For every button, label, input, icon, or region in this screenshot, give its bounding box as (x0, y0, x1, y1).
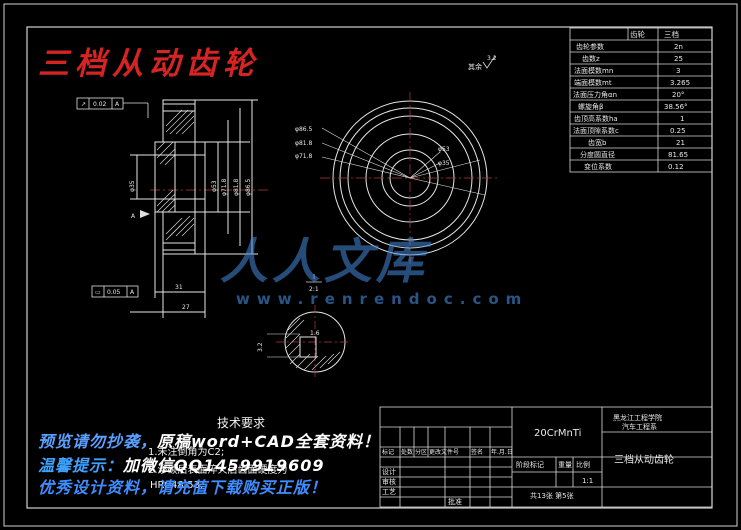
tb-mark-col: 签名 (471, 448, 483, 456)
param-name: 法面顶隙系数c (573, 126, 619, 135)
surface-value: 3.2 (487, 55, 497, 62)
param-value: 3 (676, 67, 680, 75)
tb-mark-col: 分区 (415, 448, 427, 456)
param-name: 齿轮参数 (576, 42, 604, 51)
inner-border (26, 26, 713, 509)
watermark-line-1a: 预览请勿抄袭， (38, 432, 158, 451)
param-value: 38.56° (664, 103, 688, 111)
param-name: 法面压力角αn (573, 90, 617, 99)
param-value: 2n (674, 43, 683, 51)
watermark-line-2: 温馨提示：加微信QQ1459919609 (38, 452, 325, 476)
param-value: 1 (680, 115, 684, 123)
gear-section-view (130, 99, 268, 318)
tb-material: 20CrMnTi (534, 428, 581, 439)
tb-part: 三档从动齿轮 (614, 453, 674, 466)
param-value: 81.65 (668, 151, 688, 159)
detail-label: I (313, 273, 315, 281)
param-name: 齿宽b (588, 138, 607, 147)
param-name: 端面模数mt (574, 78, 612, 87)
tech-requirement-1: 1.未注倒角为C2; (148, 447, 225, 458)
dim-pitch-front: φ81.8 (295, 140, 313, 147)
tb-design: 设计 (382, 467, 396, 476)
detail-roughness-2: 3.2 (257, 342, 264, 352)
watermark-logo-text: 人人文库 (220, 234, 429, 290)
param-name: 法面模数mn (574, 66, 613, 75)
flatness-icon: ▭ (95, 289, 101, 296)
title-block (379, 406, 713, 508)
tolerance-symbol-icon: ↗ (81, 101, 86, 108)
dim-bore: φ35 (129, 180, 136, 192)
tolerance-frame-top (76, 97, 149, 118)
param-name: 分度圆直径 (580, 150, 615, 159)
detail-roughness-1: 1.6 (310, 330, 320, 337)
dim-hub: φ53 (211, 180, 218, 192)
dim-hub-front: φ53 (438, 146, 450, 153)
param-value: 3.265 (670, 79, 690, 87)
tb-approve: 批准 (448, 497, 462, 506)
dim-31: 31 (175, 284, 183, 291)
outer-border (3, 3, 738, 527)
datum-label: A (131, 213, 136, 220)
params-table-text: 齿轮 三档 齿轮参数 2n 齿数z 25 法面模数mn 3 端面模数mt 3.2… (573, 29, 690, 171)
tb-school: 黑龙江工程学院 (613, 413, 662, 422)
tb-stage: 阶段标记 (516, 460, 544, 469)
tb-weight: 重量 (558, 461, 572, 469)
tb-mark-col: 年.月.日 (491, 448, 513, 456)
tb-mark-col: 更改文件号 (429, 448, 459, 456)
dim-27: 27 (182, 304, 190, 311)
detail-hatching (285, 317, 341, 371)
tolerance-frame-bottom (91, 285, 139, 298)
tb-scale-label: 比例 (576, 460, 590, 469)
dim-bore-front: φ35 (438, 160, 450, 167)
datum-triangle-icon (140, 210, 150, 218)
param-value: 0.12 (668, 163, 684, 171)
params-table (569, 27, 713, 173)
param-name: 齿数z (582, 54, 600, 63)
detail-scale: 2:1 (309, 286, 319, 293)
tech-requirement-3: HRC48-53. (150, 480, 204, 491)
watermark-line-2b: 加微信QQ1459919609 (123, 456, 325, 475)
watermark-line-2a: 温馨提示： (38, 456, 124, 475)
watermark-line-1b: 原稿word+CAD全套资料！ (157, 432, 380, 451)
detail-view (267, 305, 350, 378)
dim-tip: φ86.5 (245, 179, 252, 197)
dim-tip-front: φ86.5 (295, 126, 313, 133)
watermark-line-3: 优秀设计资料，请充值下载购买正版！ (38, 478, 328, 497)
param-name: 齿顶高系数ha (574, 114, 618, 123)
tolerance-datum-bottom: A (130, 289, 135, 296)
tb-review: 审核 (382, 477, 396, 486)
tech-requirements-title: 技术要求 (217, 416, 266, 430)
tb-dept: 汽车工程系 (622, 422, 657, 431)
tech-requirement-2: 2.渗碳后表面淬火后齿面硬度为 (148, 465, 288, 476)
dim-root: φ71.8 (221, 179, 228, 197)
param-value: 20° (672, 91, 684, 99)
drawing-title: 三档从动齿轮 (38, 46, 260, 82)
tolerance-value-bottom: 0.05 (107, 289, 121, 296)
tb-scale-value: 1:1 (582, 477, 593, 485)
surface-note: 其余 (468, 62, 482, 71)
section-hatching (156, 109, 195, 241)
param-name: 变位系数 (584, 162, 612, 171)
roughness-symbol-icon (482, 55, 496, 69)
tolerance-datum-top: A (115, 101, 120, 108)
tb-mark-col: 处数 (401, 448, 413, 456)
param-value: 25 (674, 55, 683, 63)
tb-sheet: 共13张 第5张 (530, 491, 574, 500)
gear-front-view (320, 92, 500, 265)
tb-process: 工艺 (382, 488, 396, 496)
param-value: 21 (676, 139, 685, 147)
tb-mark-col: 标记 (382, 448, 394, 456)
watermark-line-1: 预览请勿抄袭，原稿word+CAD全套资料！ (38, 428, 380, 452)
tolerance-value-top: 0.02 (93, 101, 107, 108)
param-value: 0.25 (670, 127, 686, 135)
dim-pitch: φ81.8 (233, 179, 240, 197)
watermark-url: www.renrendoc.com (236, 290, 529, 308)
param-name: 螺旋角β (578, 102, 603, 111)
param-header-left: 齿轮 (630, 29, 645, 39)
dim-root-front: φ71.8 (295, 153, 313, 160)
param-header-right: 三档 (664, 29, 679, 39)
